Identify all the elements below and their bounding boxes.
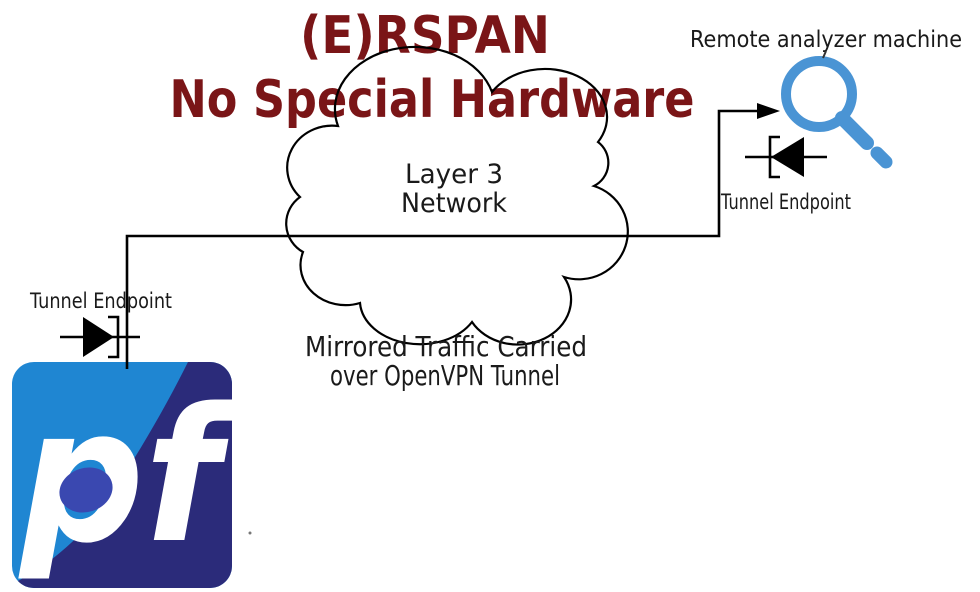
diode-triangle-left-icon xyxy=(83,317,114,357)
diode-bar-left-icon xyxy=(108,315,120,359)
magnifier-handle xyxy=(835,111,874,150)
caption-line2: over OpenVPN Tunnel xyxy=(330,359,560,392)
remote-analyzer-label: Remote analyzer machine xyxy=(690,27,962,53)
magnifier-lens xyxy=(781,56,857,132)
magnifier-handle-tip xyxy=(870,146,893,169)
diode-bar-right-icon xyxy=(768,135,780,179)
cloud-label-line2: Network xyxy=(401,188,507,219)
tunnel-endpoint-right-label: Tunnel Endpoint xyxy=(720,190,851,214)
tunnel-endpoint-left-symbol xyxy=(60,315,140,359)
pfsense-logo-swoosh xyxy=(12,362,232,588)
magnifier-icon xyxy=(781,50,893,169)
layer3-cloud-outline xyxy=(285,45,629,346)
arrowhead-icon xyxy=(757,103,780,119)
caption-line1: Mirrored Traffic Carried xyxy=(305,330,587,363)
diagram-title-line1: (E)RSPAN xyxy=(300,6,550,66)
stray-tick-mark xyxy=(822,50,827,59)
layer3-cloud-fill xyxy=(286,46,628,345)
diode-triangle-right-icon xyxy=(771,137,804,177)
cloud-label-line1: Layer 3 xyxy=(405,159,503,190)
tunnel-endpoint-right-symbol xyxy=(745,135,827,179)
pfsense-logo-p-counter xyxy=(59,467,113,513)
tunnel-connection-line xyxy=(125,109,759,369)
pfsense-logo: pf xyxy=(12,362,238,588)
diagram-title-line2: No Special Hardware xyxy=(170,70,695,130)
tunnel-endpoint-left-label: Tunnel Endpoint xyxy=(29,289,172,313)
pfsense-logo-letters: pf xyxy=(18,368,238,584)
stray-dot-mark xyxy=(248,531,252,535)
